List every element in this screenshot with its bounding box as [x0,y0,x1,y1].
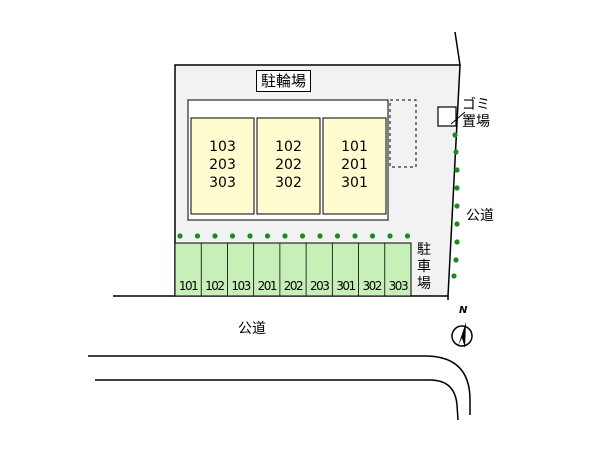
hedge-dot [452,132,458,138]
hedge-dot [451,273,457,279]
hedge-dot [387,233,393,239]
parking-slot-1: 101 [178,279,199,293]
unit-2-room-1: 102 [275,139,302,155]
public-road-bottom-label: 公道 [238,321,266,337]
garbage-leader [450,111,466,125]
hedge-dot [369,233,376,239]
unit-3: 101 201 301 [323,138,386,192]
hedge-dot [454,221,460,227]
unit-1: 103 203 303 [191,138,254,192]
hedge-dot [177,233,183,239]
parking-dividers [200,243,386,296]
parking-slot-4: 201 [257,279,278,293]
unit-1-room-1: 103 [209,139,236,155]
hedge-dot [282,233,288,239]
hedge [177,132,460,279]
public-road-right-label: 公道 [466,208,494,224]
road-edge-bottom-upper [88,355,471,415]
parking-label: 駐 車 場 [416,242,432,293]
garbage-box [437,106,457,127]
unit-block-2 [256,117,321,215]
hedge-dot [212,233,218,239]
unit-block-1 [190,117,255,215]
compass-north-label: N [459,305,468,316]
parking-slot-5: 202 [283,279,304,293]
hedge-dot [453,149,459,155]
unit-2-room-3: 302 [275,175,302,191]
hedge-dot [264,233,271,239]
hedge-dot [453,257,459,263]
parking-label-char-3: 場 [417,276,431,292]
hedge-dot [317,233,323,239]
hedge-dot [229,233,236,239]
hedge-dot [404,233,411,239]
parking-area [174,242,412,297]
unit-1-room-2: 203 [209,157,236,173]
garbage-label-1: ゴミ [462,97,490,113]
road-edge-right-top [454,31,461,66]
parking-slot-8: 302 [362,279,382,293]
hedge-dot [247,233,253,239]
bicycle-parking-label: 駐輪場 [256,70,312,92]
hedge-dot [454,185,460,191]
parking-slot-9: 303 [388,279,409,293]
parking-slot-2: 102 [205,279,225,293]
dashed-area [389,99,417,168]
hedge-dot [454,203,460,209]
garbage-label-2: 置場 [462,114,490,130]
road-edge-bottom-lower [95,379,459,421]
hedge-dot [299,233,306,239]
compass-icon [451,322,473,348]
unit-2-room-2: 202 [275,157,302,173]
unit-3-room-3: 301 [341,175,368,191]
parking-slot-6: 203 [310,279,330,293]
unit-3-room-1: 101 [341,139,368,155]
parking-slot-3: 103 [231,279,251,293]
hedge-dot [454,167,460,173]
parking-slot-7: 301 [336,279,356,293]
unit-2: 102 202 302 [257,138,320,192]
parking-label-char-2: 車 [417,259,431,275]
hedge-dot [454,239,460,245]
hedge-dot [352,233,358,239]
unit-1-room-3: 303 [209,175,236,191]
unit-block-3 [322,117,387,215]
parking-label-char-1: 駐 [417,242,431,258]
hedge-dot [194,233,201,239]
unit-3-room-2: 201 [341,157,368,173]
hedge-dot [334,233,341,239]
